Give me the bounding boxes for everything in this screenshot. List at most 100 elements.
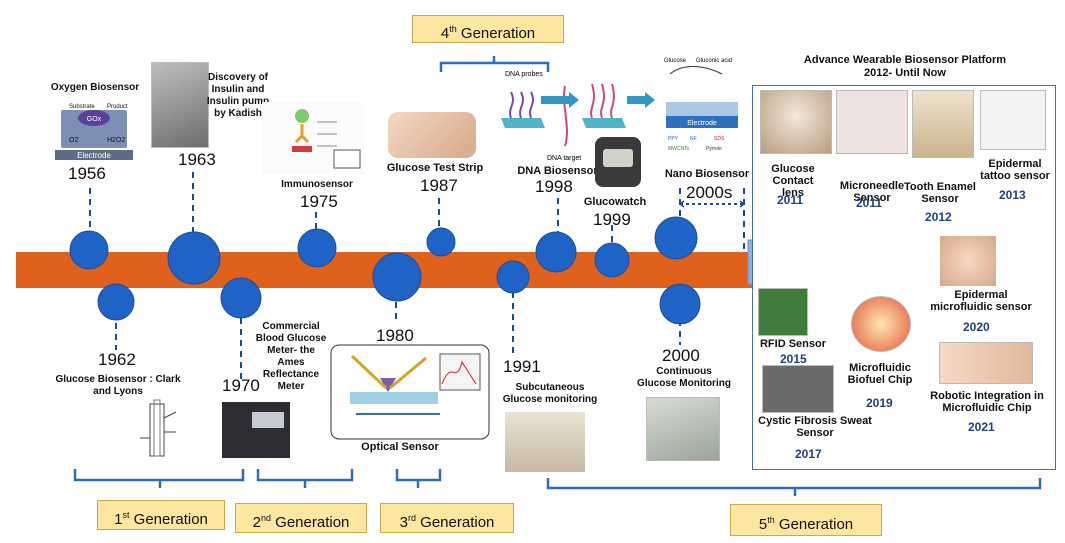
circle-1975 [297, 228, 337, 268]
year-1975: 1975 [300, 192, 338, 211]
wearable-sweat-label: Cystic Fibrosis Sweat Sensor [758, 415, 872, 439]
year-2021: 2021 [968, 420, 995, 434]
svg-text:DNA probes: DNA probes [505, 71, 543, 78]
svg-text:Glucose: Glucose [664, 58, 687, 64]
generation-5-label: 5th Generation [730, 504, 882, 536]
year-2020: 2020 [963, 320, 990, 334]
year-1962: 1962 [98, 350, 136, 369]
year-2000: 2000 [662, 346, 700, 365]
circle-1970 [220, 277, 262, 319]
wearable-contact-lens-label: Glucose Contact lens [771, 163, 815, 199]
wearable-epidermal-microfluidic-label: Epidermal microfluidic sensor [930, 289, 1032, 313]
circle-1987 [426, 227, 456, 257]
generation-4-label: 4th Generation [412, 15, 564, 43]
contact-lens-photo [760, 90, 832, 154]
sweat-sensor-photo [762, 365, 834, 413]
year-2017: 2017 [795, 447, 822, 461]
milestone-oxygen-biosensor-label: Oxygen Biosensor [50, 82, 140, 93]
immunosensor-figure [262, 102, 364, 174]
epidermal-microfluidic-photo [940, 236, 996, 286]
platform-title: Advance Wearable Biosensor Platform 2012… [803, 54, 1007, 79]
bracket-3rd-generation [395, 469, 442, 482]
tooth-enamel-photo [912, 90, 974, 158]
milestone-immunosensor-label: Immunosensor [281, 179, 353, 190]
milestone-circles [69, 216, 701, 325]
year-1991: 1991 [503, 357, 541, 376]
cgm-photo [646, 397, 720, 461]
svg-text:O2: O2 [69, 137, 78, 144]
glucowatch-photo [595, 137, 641, 187]
year-2012: 2012 [925, 210, 952, 224]
ames-meter-photo [222, 402, 290, 458]
nano-biosensor-figure: Glucose Gluconic acid Electrode PPY NF S… [664, 58, 738, 152]
circle-1991 [496, 260, 530, 294]
year-2013: 2013 [999, 188, 1026, 202]
circle-1962 [97, 283, 135, 321]
svg-text:Pyrrole: Pyrrole [706, 146, 722, 152]
circle-2000s [654, 216, 698, 260]
robotic-chip-photo [939, 342, 1033, 384]
generation-3-label: 3rd Generation [380, 503, 514, 533]
milestone-glucose-biosensor-label: Glucose Biosensor : Clark and Lyons [55, 374, 181, 397]
milestone-cgm-label: Continuous Glucose Monitoring [637, 366, 731, 389]
svg-text:H2O2: H2O2 [107, 137, 125, 144]
circle-1998 [535, 231, 577, 273]
svg-text:Product: Product [107, 104, 128, 110]
year-1998: 1998 [535, 177, 573, 196]
wearable-tooth-enamel-label: Tooth Enamel Sensor [904, 181, 976, 205]
milestone-insulin-label: Discovery of Insulin and Insulin pump by… [206, 72, 270, 119]
bracket-1st-generation [73, 469, 245, 482]
wearable-rfid-label: RFID Sensor [759, 338, 826, 350]
generation-2-label: 2nd Generation [235, 503, 367, 533]
milestone-nano-biosensor-label: Nano Biosensor [664, 168, 750, 180]
rfid-sensor-photo [758, 288, 808, 336]
microneedle-photo [836, 90, 908, 154]
milestone-glucose-test-strip-label: Glucose Test Strip [386, 162, 484, 174]
svg-text:DNA target: DNA target [547, 155, 581, 162]
year-1963: 1963 [178, 150, 216, 169]
oxygen-biosensor-figure: Electrode GOx Substrate Product O2 H2O2 [55, 104, 133, 160]
circle-1980 [372, 252, 422, 302]
glucose-test-strip-photo [388, 112, 476, 158]
insulin-photo [151, 62, 209, 148]
year-1999: 1999 [593, 210, 631, 229]
svg-text:NF: NF [690, 136, 697, 142]
wearable-biofuel-label: Microfluidic Biofuel Chip [847, 362, 913, 386]
svg-text:SDS: SDS [714, 136, 725, 142]
svg-text:Electrode: Electrode [77, 151, 111, 160]
year-1987: 1987 [420, 176, 458, 195]
wearable-microneedle-label: Microneedle Sensor [839, 180, 905, 204]
year-2000s: 2000s [686, 183, 733, 202]
subcutaneous-photo [505, 412, 585, 472]
optical-sensor-figure [330, 344, 490, 440]
clark-electrode-figure [140, 399, 177, 457]
year-2019: 2019 [866, 396, 893, 410]
biofuel-chip-photo [851, 296, 911, 352]
circle-1999 [594, 242, 630, 278]
milestone-optical-sensor-label: Optical Sensor [361, 441, 439, 453]
year-1980: 1980 [376, 326, 414, 345]
dashed-connectors [89, 172, 745, 380]
year-2015: 2015 [780, 352, 807, 366]
circle-2000 [659, 283, 701, 325]
year-1970: 1970 [222, 376, 260, 395]
svg-text:Substrate: Substrate [69, 104, 95, 110]
circle-1956 [69, 230, 109, 270]
year-2011-microneedle: 2011 [856, 196, 883, 210]
wearable-robotic-label: Robotic Integration in Microfluidic Chip [930, 390, 1044, 414]
dna-biosensor-figure: DNA probes DNA target [501, 71, 655, 162]
milestone-glucowatch-label: Glucowatch [583, 196, 647, 208]
generation-1-label: 1st Generation [97, 500, 225, 530]
svg-text:Gluconic acid: Gluconic acid [696, 58, 732, 64]
generation-brackets [73, 56, 1042, 496]
milestone-subcutaneous-label: Subcutaneous Glucose monitoring [502, 382, 598, 405]
year-2011-lens: 2011 [777, 193, 804, 207]
tattoo-sensor-photo [980, 90, 1046, 150]
wearable-tattoo-label: Epidermal tattoo sensor [980, 158, 1050, 182]
svg-text:Electrode: Electrode [687, 120, 717, 127]
circle-1963 [167, 231, 221, 285]
bracket-5th-generation [546, 478, 1042, 490]
svg-text:MWCNTs: MWCNTs [668, 146, 690, 152]
year-1956: 1956 [68, 164, 106, 183]
svg-text:PPY: PPY [668, 136, 679, 142]
